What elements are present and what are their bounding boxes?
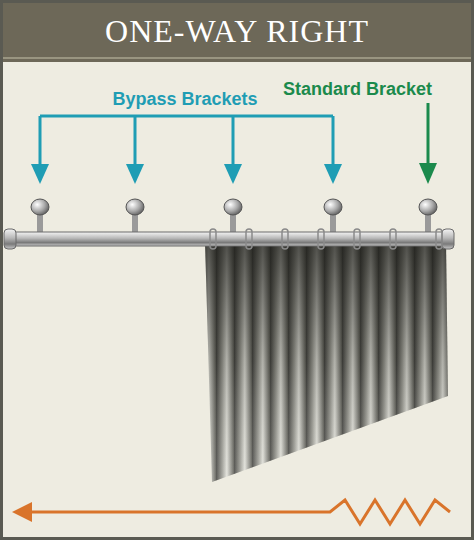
title: ONE-WAY RIGHT: [0, 12, 474, 50]
bracket-label: Bypass Brackets: [100, 88, 270, 110]
bracket-label: Standard Bracket: [283, 78, 432, 100]
